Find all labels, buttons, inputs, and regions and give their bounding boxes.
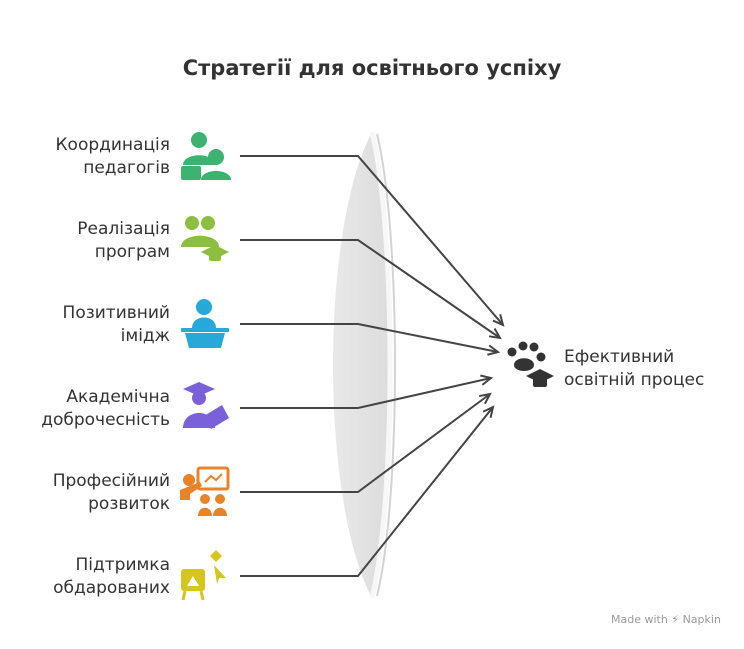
strategy-label-academic-integrity: Академічна доброчесність (41, 387, 170, 430)
lens-shape (333, 131, 396, 599)
presentation-icon (180, 466, 230, 516)
strategy-label-gifted-support: Підтримка обдарованих (53, 555, 170, 598)
program-graduate-icon (181, 216, 229, 261)
connector-line (240, 393, 491, 493)
arrowhead (487, 344, 501, 356)
connector-line (240, 239, 501, 339)
graduate-reading-icon (183, 382, 229, 429)
teachers-icon (181, 132, 231, 180)
paw-graduate-icon (507, 341, 554, 387)
target-label: Ефективний освітній процес (564, 347, 705, 390)
napkin-logo-icon: ⚡ (671, 613, 680, 626)
strategy-label-coordination: Координація педагогів (55, 135, 170, 178)
diagram-title: Стратегії для освітнього успіху (182, 56, 562, 80)
gifted-easel-icon (181, 550, 226, 601)
connector-line (240, 323, 499, 353)
connector-line (240, 377, 492, 409)
strategy-label-programs: Реалізація програм (77, 219, 170, 262)
made-with-napkin-footer: Made with ⚡ Napkin (611, 613, 721, 626)
speaker-podium-icon (181, 299, 229, 348)
connector-arrows (240, 155, 505, 577)
arrowhead (480, 374, 494, 386)
connector-line (240, 155, 504, 326)
connector-line (240, 406, 494, 577)
arrowhead (479, 392, 492, 405)
arrowhead (488, 327, 502, 340)
strategy-label-professional-development: Професійний розвиток (52, 471, 170, 514)
arrowhead (492, 314, 505, 327)
arrowhead (482, 405, 495, 418)
strategy-label-positive-image: Позитивний імідж (62, 303, 170, 346)
